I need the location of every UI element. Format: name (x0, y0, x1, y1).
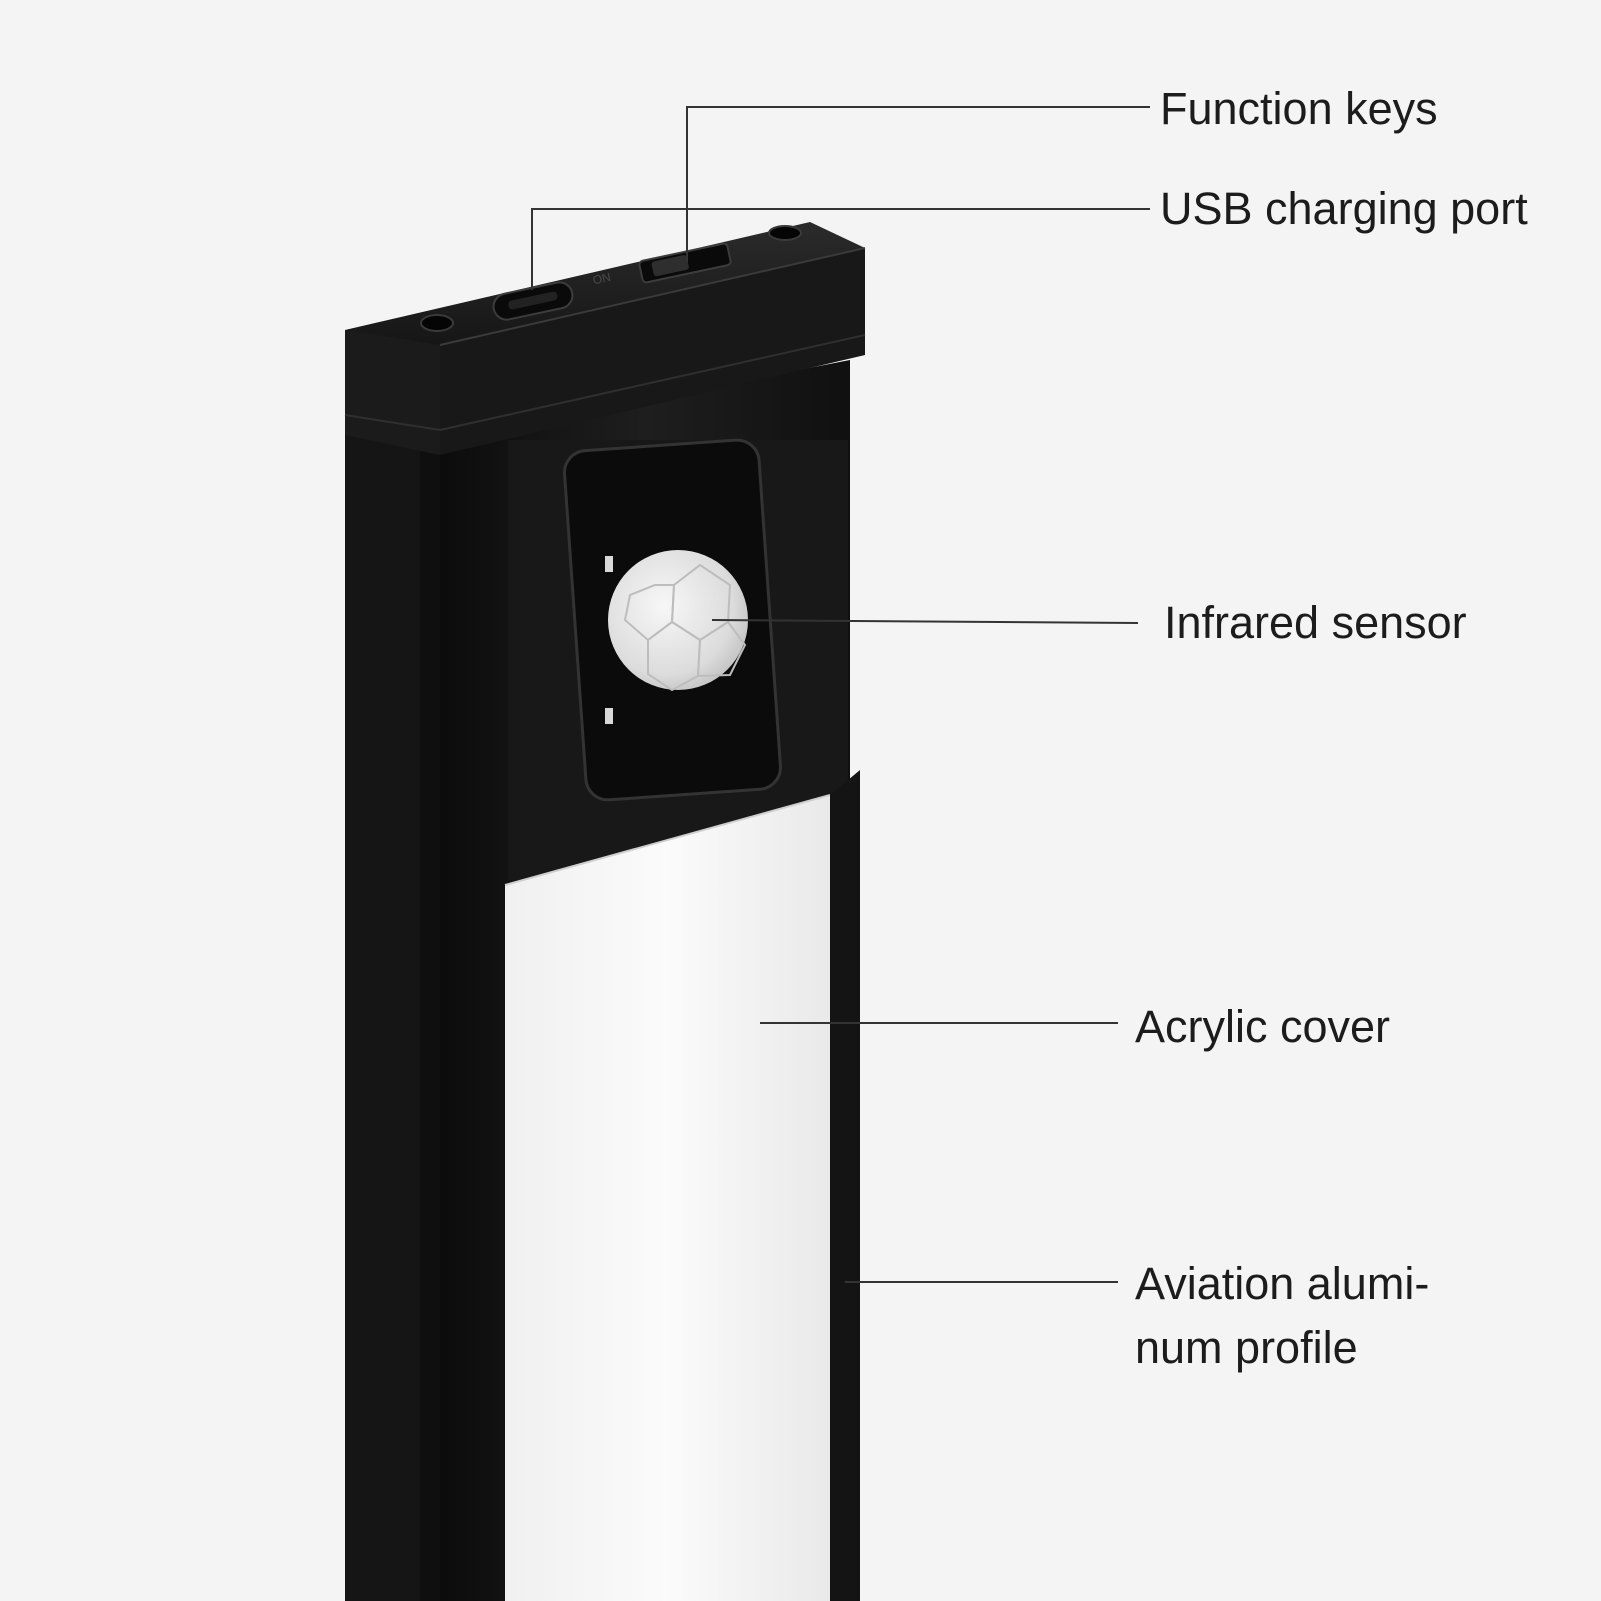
label-aviation-line-1: Aviation alumi- (1135, 1258, 1430, 1309)
indicator-led-icon (605, 708, 613, 724)
housing-top-cap-front (345, 330, 440, 455)
leader-infrared-sensor (711, 619, 1139, 624)
cap-seam-right (439, 334, 866, 431)
label-acrylic-cover: Acrylic cover (1135, 1001, 1391, 1052)
leader-function-keys (686, 106, 1150, 262)
infrared-lens-icon (608, 550, 748, 692)
indicator-led-icon (605, 556, 613, 572)
label-usb-charging-port: USB charging port (1160, 183, 1528, 234)
housing-left-side (345, 330, 440, 1601)
acrylic-light-panel (505, 795, 830, 1601)
housing-top-cap-right (440, 248, 865, 455)
housing-right-edge (830, 770, 860, 1601)
label-function-keys: Function keys (1160, 83, 1438, 134)
leader-lines (531, 106, 1150, 1283)
leader-usb-port (531, 208, 1150, 290)
label-aviation-line-2: num profile (1135, 1322, 1358, 1373)
usb-port-icon (492, 281, 574, 321)
housing: ON (344, 222, 866, 1601)
mounting-hole-icon (768, 225, 802, 241)
housing-top-cap (345, 222, 865, 345)
cap-edge-highlight (439, 247, 866, 346)
mounting-hole-icon (420, 314, 454, 332)
label-infrared-sensor: Infrared sensor (1164, 597, 1467, 648)
cap-seam-left (344, 414, 441, 431)
function-key-switch-icon: ON (591, 242, 732, 287)
svg-text:ON: ON (591, 270, 612, 287)
panel-top-edge (504, 794, 831, 886)
label-aviation-aluminum-profile: Aviation alumi- num profile (1135, 1252, 1429, 1380)
